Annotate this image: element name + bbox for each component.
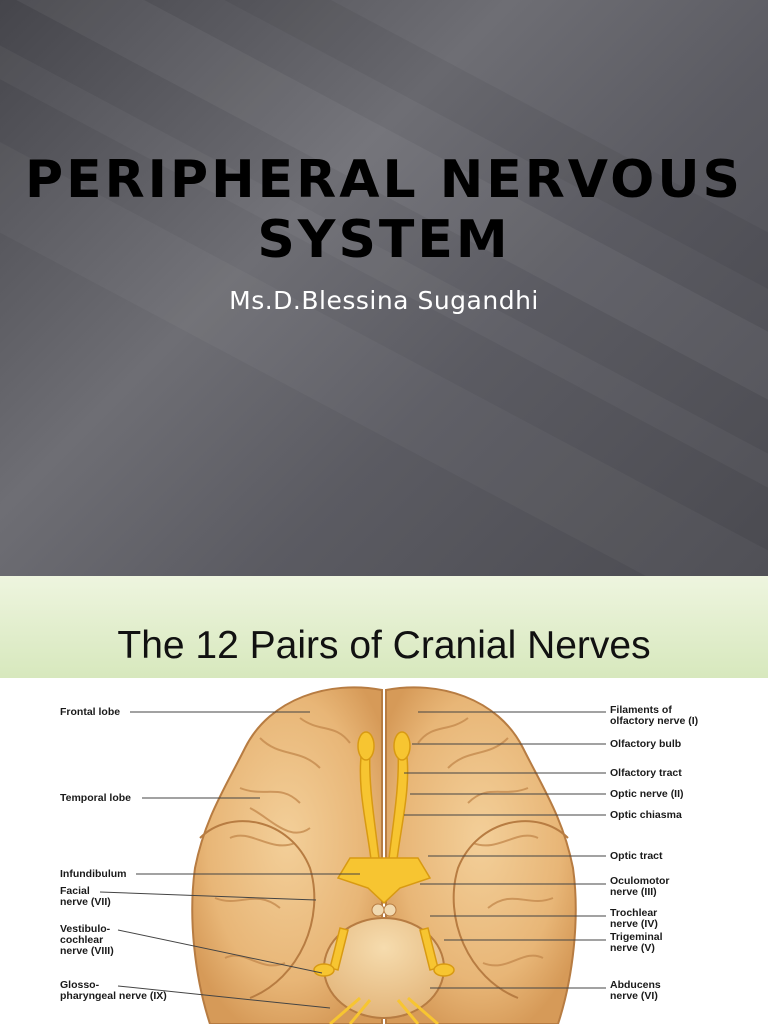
label-oculomotor-nerve: Oculomotor nerve (III) [610,875,670,898]
optic-chiasma [336,857,432,905]
slide-title-line-2: SYSTEM [257,210,511,270]
label-optic-chiasma: Optic chiasma [610,809,682,821]
cranial-nerves-slide: The 12 Pairs of Cranial Nerves [0,576,768,1024]
label-olfactory-filaments: Filaments of olfactory nerve (I) [610,704,699,727]
slide-subtitle: Ms.D.Blessina Sugandhi [229,286,539,315]
label-temporal-lobe: Temporal lobe [60,792,131,804]
label-optic-tract: Optic tract [610,850,663,862]
label-optic-nerve: Optic nerve (II) [610,788,684,800]
label-vestibulocochlear-nerve: Vestibulo- cochlear nerve (VIII) [60,923,114,957]
brain-illustration [99,686,606,1024]
label-frontal-lobe: Frontal lobe [60,706,121,718]
slide-heading: The 12 Pairs of Cranial Nerves [117,624,651,667]
slide-title: PERIPHERAL NERVOUS SYSTEM [0,150,768,270]
label-abducens-nerve: Abducens nerve (VI) [610,979,661,1002]
label-glossopharyngeal-nerve: Glosso- pharyngeal nerve (IX) [60,979,167,1002]
label-facial-nerve: Facial nerve (VII) [60,885,111,908]
heading-band [0,576,768,678]
title-slide: PERIPHERAL NERVOUS SYSTEM Ms.D.Blessina … [0,0,768,576]
slide-title-line-1: PERIPHERAL NERVOUS [25,150,743,210]
label-trochlear-nerve: Trochlear nerve (IV) [610,907,658,930]
label-olfactory-tract: Olfactory tract [610,767,682,779]
label-trigeminal-nerve: Trigeminal nerve (V) [610,931,663,954]
label-infundibulum: Infundibulum [60,868,127,880]
brain-figure: Frontal lobe Temporal lobe Infundibulum … [0,678,768,1024]
label-olfactory-bulb: Olfactory bulb [610,738,682,750]
